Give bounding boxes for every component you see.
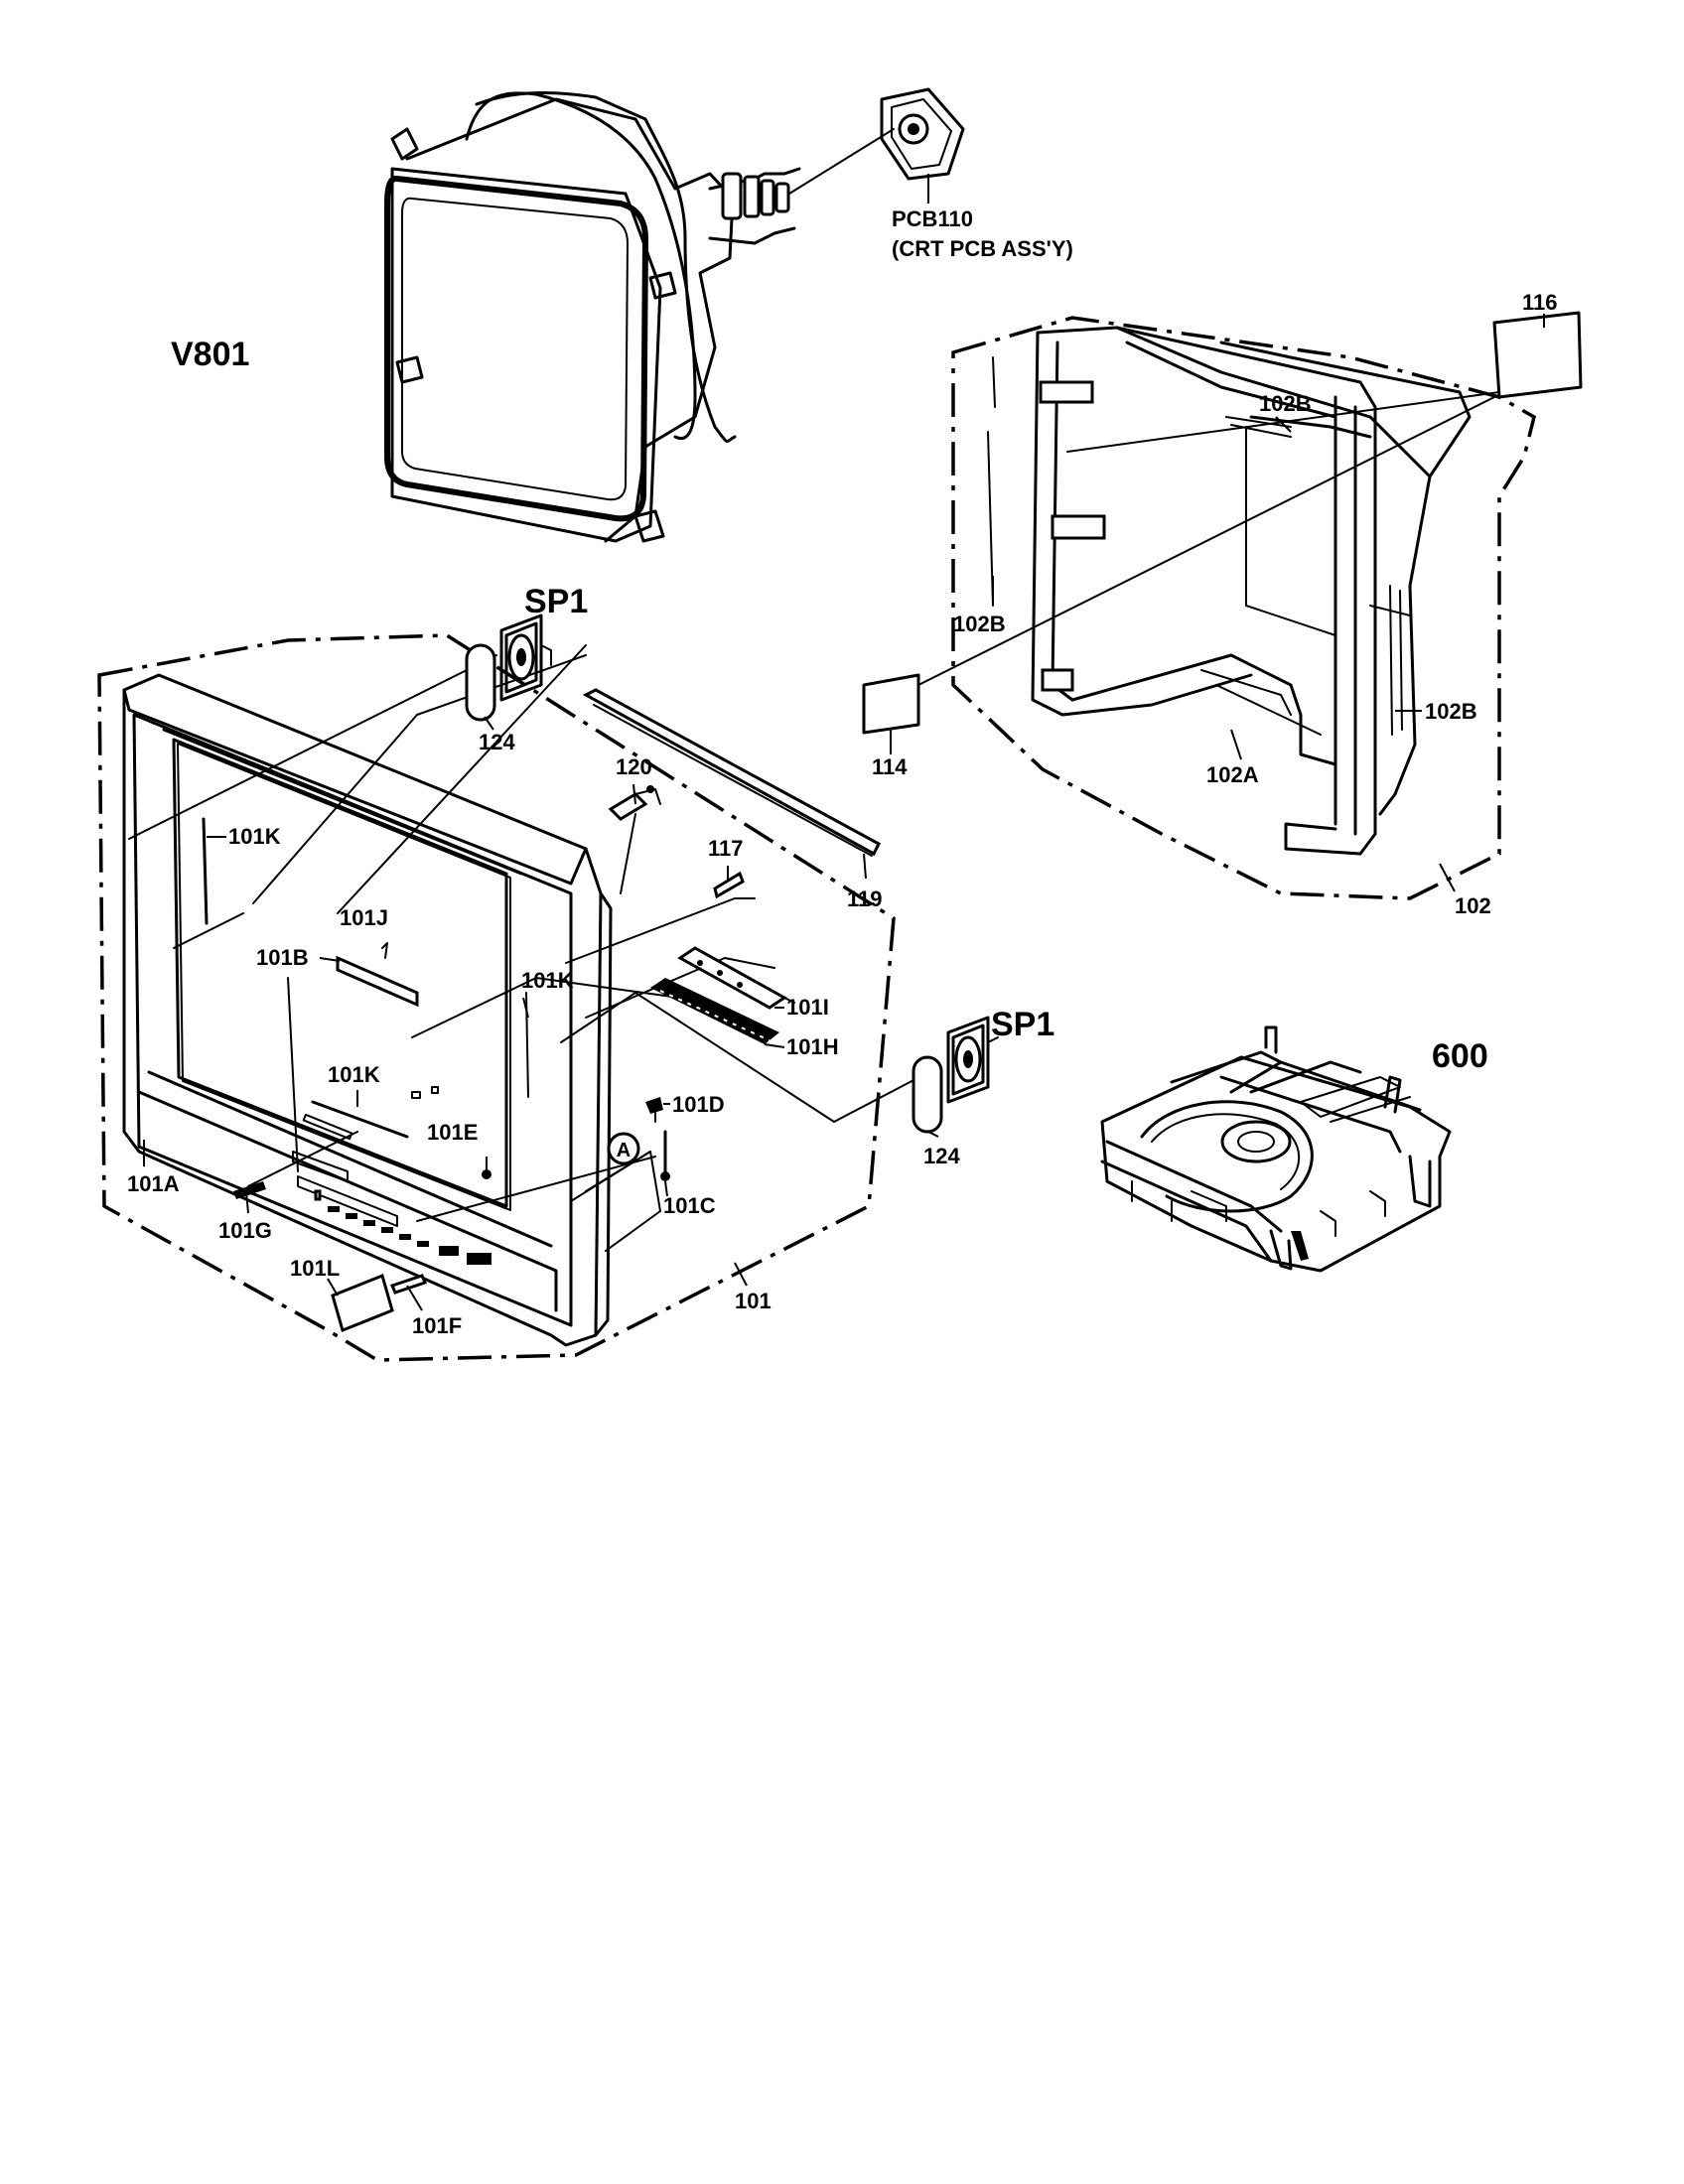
label-pcb110-desc: (CRT PCB ASS'Y) [892,236,1073,261]
part-labels: V801 PCB110 (CRT PCB ASS'Y) 116 102B 102… [127,206,1558,1338]
label-117: 117 [708,836,744,861]
speaker-sp1-top [499,614,552,702]
label-101i: 101I [786,995,829,1020]
front-control-buttons [328,1206,491,1265]
label-plate-114 [862,673,920,735]
rail-119 [582,688,881,857]
label-116: 116 [1522,290,1558,315]
pcb-101h [650,978,779,1044]
clip-117 [713,871,745,899]
label-101d: 101D [672,1092,725,1117]
assembly-guide-lines [128,644,939,1222]
svg-text:A: A [617,1140,631,1161]
label-600: 600 [1432,1037,1488,1075]
front-cabinet [97,633,896,1362]
label-sp1-top: SP1 [524,583,588,620]
screw-101c [660,1130,670,1181]
label-101f: 101F [412,1313,462,1338]
label-101k-mid: 101K [521,968,574,993]
label-124-top: 124 [479,730,515,754]
label-v801: V801 [171,336,249,373]
strip-101f [389,1274,428,1295]
dvd-loader-600 [1100,1025,1452,1273]
label-101: 101 [735,1289,772,1313]
bracket-120 [608,785,661,821]
label-101l: 101L [290,1256,340,1281]
label-101j: 101J [340,905,388,930]
label-101a: 101A [127,1171,180,1196]
label-101c: 101C [663,1193,716,1218]
leader-lines [143,314,1545,1311]
label-102b-right: 102B [1425,699,1477,724]
label-102: 102 [1455,893,1491,918]
label-plate-116 [1492,311,1583,399]
screw-101d [645,1097,663,1123]
part-101j [381,942,388,959]
label-119: 119 [847,887,883,911]
label-114: 114 [872,754,908,779]
label-101g: 101G [218,1218,272,1243]
door-101l [331,1273,394,1333]
label-101e: 101E [427,1120,478,1145]
label-101k-left: 101K [228,824,281,849]
label-120: 120 [616,754,652,779]
label-pcb110: PCB110 [892,206,973,231]
label-sp1-right: SP1 [991,1006,1054,1043]
back-cabinet [951,316,1537,900]
label-102b-left: 102B [953,612,1006,636]
label-102b-top: 102B [1259,391,1312,416]
crt-pcb-assembly [880,87,965,204]
crt-picture-tube [384,91,895,543]
label-102a: 102A [1206,762,1259,787]
pcb-101i [677,946,795,1010]
button-101g [233,1181,266,1199]
knob-101e [482,1169,491,1179]
label-124-right: 124 [923,1144,960,1168]
reference-mark-a: A [607,1132,640,1165]
label-101b: 101B [256,945,309,970]
speaker-sp1-right [946,1016,999,1104]
label-101k-lower: 101K [328,1062,380,1087]
speaker-gasket-124-right [912,1055,943,1134]
label-101h: 101H [786,1034,839,1059]
speaker-gasket-124-top [465,643,496,722]
